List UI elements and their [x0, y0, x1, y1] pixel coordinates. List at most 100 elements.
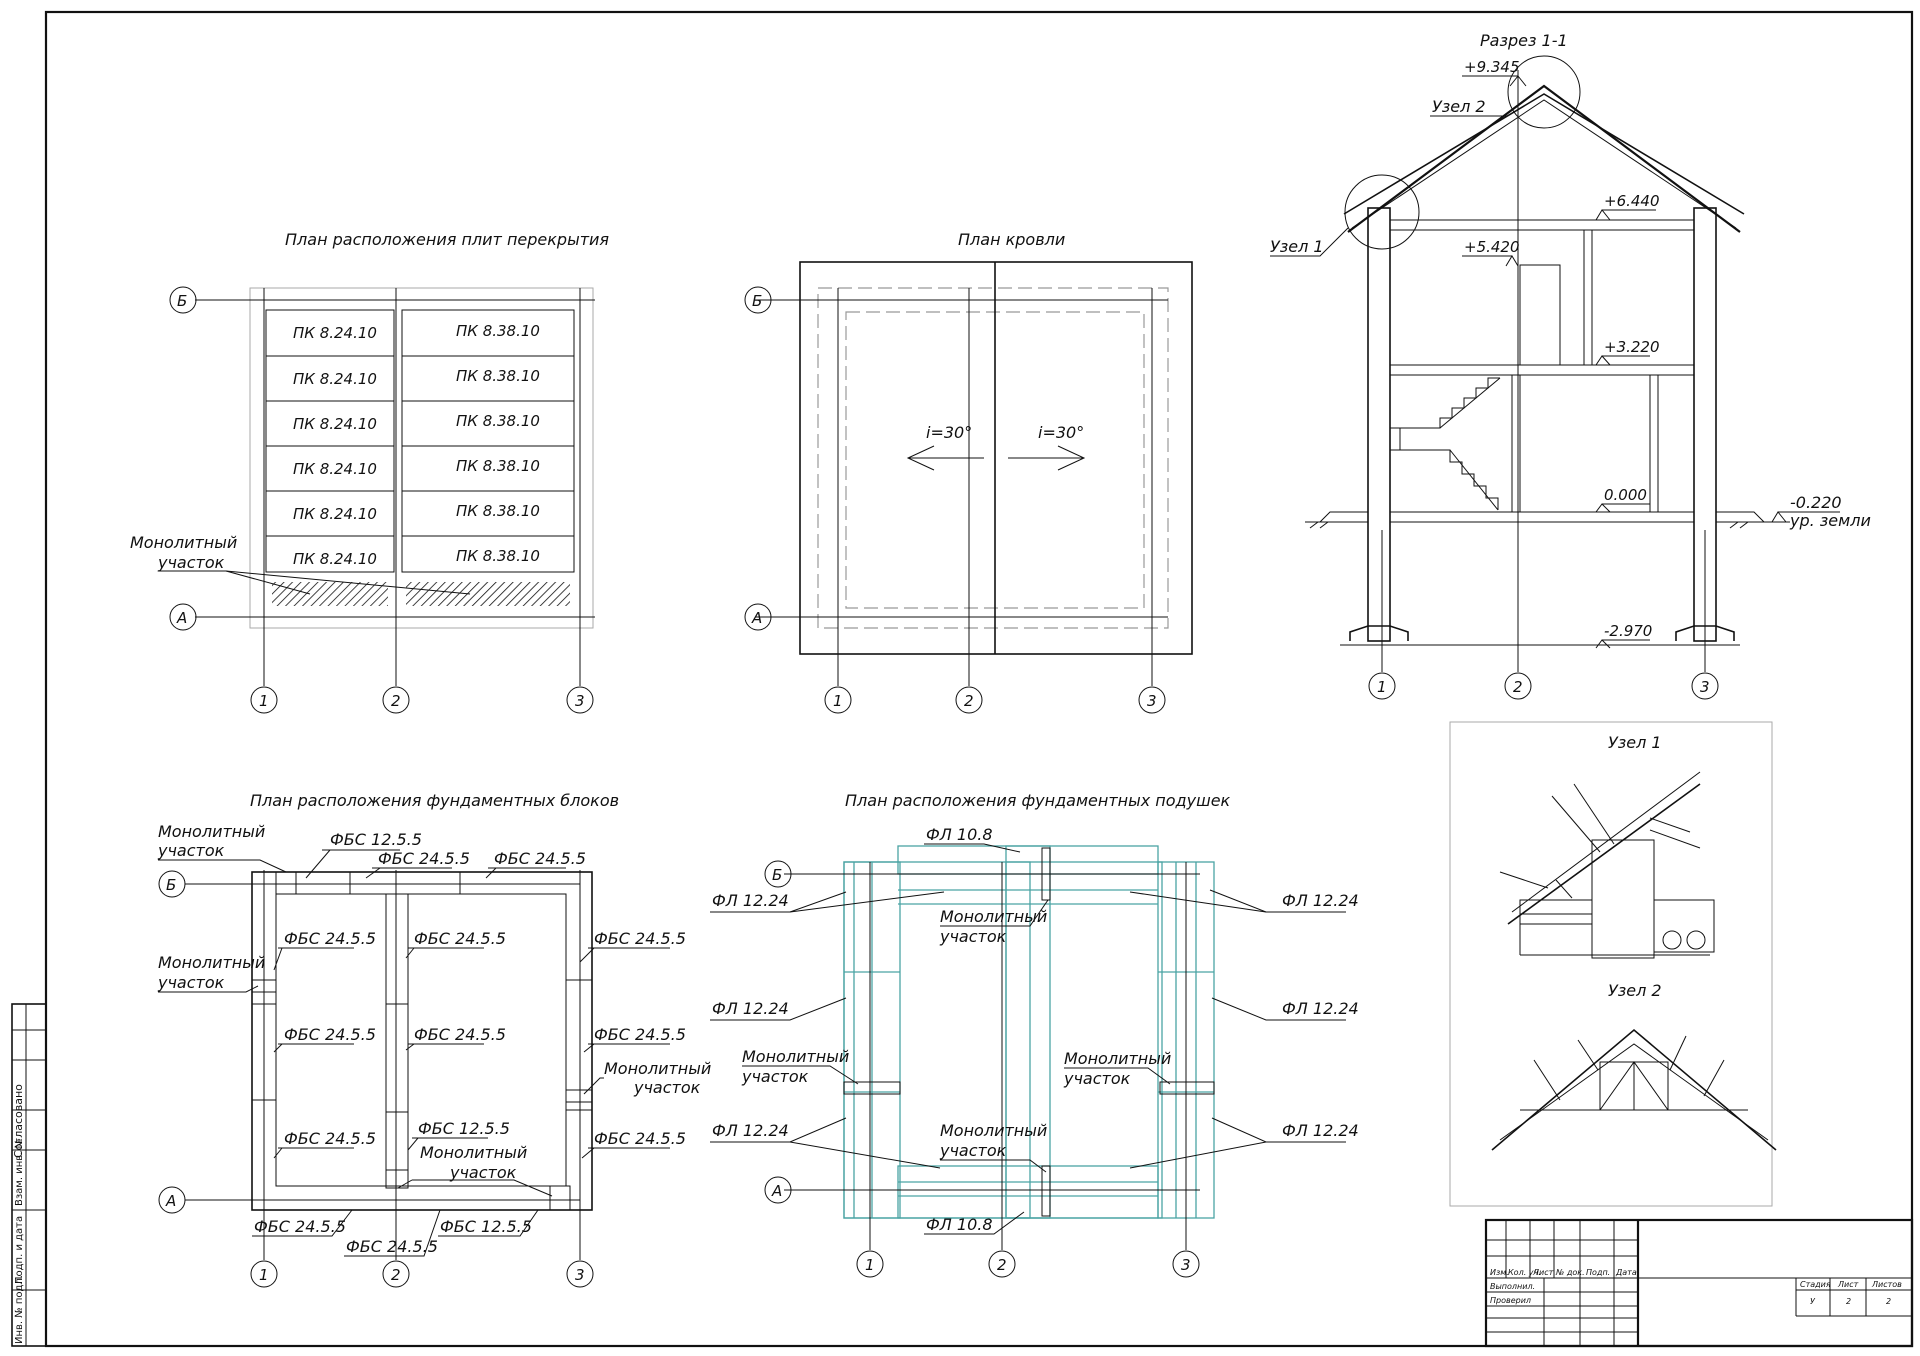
axis-3: 3: [1181, 1256, 1191, 1274]
mono-label: участок: [157, 841, 225, 860]
tb-sheet-h: Лист: [1837, 1280, 1859, 1289]
axis-1: 1: [833, 692, 843, 710]
mono-label: Монолитный: [420, 1143, 527, 1162]
slab-label: ПК 8.24.10: [293, 460, 377, 478]
tb-stage-v: У: [1810, 1297, 1816, 1306]
slab-label: ПК 8.38.10: [456, 457, 540, 475]
mono-hatch: [843, 1081, 901, 1095]
fbs-label: ФБС 12.5.5: [330, 830, 422, 849]
axis-2: 2: [391, 692, 401, 710]
slab-label: ПК 8.38.10: [456, 322, 540, 340]
mono-label: участок: [939, 1141, 1007, 1160]
fl-label: ФЛ 10.8: [926, 825, 993, 844]
slab-label: ПК 8.38.10: [456, 412, 540, 430]
slab-label: ПК 8.38.10: [456, 502, 540, 520]
mono-label: Монолитный: [742, 1047, 849, 1066]
fbs-label: ФБС 24.5.5: [378, 849, 470, 868]
axis-b: Б: [177, 292, 187, 310]
tb-done: Выполнил.: [1490, 1282, 1535, 1291]
fbs-label: ФБС 12.5.5: [418, 1119, 510, 1138]
section-1-1: Разрез 1-1: [1270, 31, 1871, 700]
slab-attic: [1389, 219, 1695, 231]
tb-doc: № док.: [1555, 1268, 1585, 1277]
ground-label: ур. земли: [1789, 511, 1871, 530]
mono-label: Монолитный: [1064, 1049, 1171, 1068]
fbs-label: ФБС 24.5.5: [284, 1129, 376, 1148]
slab-label: ПК 8.24.10: [293, 550, 377, 568]
axis-2: 2: [391, 1266, 401, 1284]
mono-label: участок: [939, 927, 1007, 946]
axis-a: А: [771, 1182, 782, 1200]
axis-1: 1: [1377, 678, 1387, 696]
tb-sheets-v: 2: [1886, 1297, 1891, 1306]
side-stamp: Согласовано Взам. инв. № Подп. и дата Ин…: [11, 1003, 47, 1347]
slope-left: i=30°: [926, 423, 972, 442]
node1-wall: [1591, 839, 1655, 959]
axis-2: 2: [964, 692, 974, 710]
mono-label: Монолитный: [130, 533, 237, 552]
axis-3: 3: [1700, 678, 1710, 696]
axis-1: 1: [259, 692, 269, 710]
fbs-label: ФБС 12.5.5: [440, 1217, 532, 1236]
block-plan-title: План расположения фундаментных блоков: [250, 791, 619, 810]
stamp-inv-orig: Инв. № подл.: [14, 1275, 25, 1344]
level-3220: +3.220: [1604, 338, 1660, 356]
mono-label: участок: [741, 1067, 809, 1086]
stamp-inv-repl: Взам. инв. №: [14, 1138, 25, 1206]
slab-floor2: [1389, 364, 1695, 376]
mono-label: Монолитный: [940, 907, 1047, 926]
mono-hatch: [1041, 847, 1051, 901]
tb-kol: Кол. уч.: [1508, 1268, 1541, 1277]
title-block: Изм. Кол. уч. Лист № док. Подп. Дата Вып…: [1484, 1218, 1914, 1348]
fl-label: ФЛ 12.24: [712, 891, 789, 910]
axis-b: Б: [166, 876, 176, 894]
fbs-label: ФБС 24.5.5: [594, 929, 686, 948]
node-details: Узел 1 Узел 2: [1449, 721, 1777, 1207]
axis-a: А: [165, 1192, 176, 1210]
fbs-label: ФБС 24.5.5: [594, 1025, 686, 1044]
fbs-label: ФБС 24.5.5: [594, 1129, 686, 1148]
mono-label: Монолитный: [158, 953, 265, 972]
fbs-label: ФБС 24.5.5: [414, 929, 506, 948]
node1-label: Узел 1: [1270, 237, 1324, 256]
axis-1: 1: [259, 1266, 269, 1284]
roof-plan: План кровли i=30° i=30° Б А 1 2 3: [744, 230, 1193, 714]
slab-plan: План расположения плит перекрытия ПК 8.2…: [130, 230, 609, 714]
tb-sheet-v: 2: [1846, 1297, 1851, 1306]
mono-label: Монолитный: [940, 1121, 1047, 1140]
mono-hatch: [406, 582, 570, 606]
fl-label: ФЛ 12.24: [712, 1121, 789, 1140]
level-found: -2.970: [1604, 622, 1652, 640]
mono-label: Монолитный: [604, 1059, 711, 1078]
tb-podp: Подп.: [1586, 1268, 1610, 1277]
slope-right: i=30°: [1038, 423, 1084, 442]
slab-label: ПК 8.38.10: [456, 367, 540, 385]
slab-label: ПК 8.24.10: [293, 505, 377, 523]
node2-title: Узел 2: [1608, 981, 1662, 1000]
mono-hatch: [549, 1185, 571, 1211]
fl-label: ФЛ 12.24: [712, 999, 789, 1018]
axis-3: 3: [575, 1266, 585, 1284]
mono-label: участок: [157, 553, 225, 572]
mono-hatch: [251, 979, 277, 993]
level-6440: +6.440: [1604, 192, 1660, 210]
axis-a: А: [751, 609, 762, 627]
slab-label: ПК 8.24.10: [293, 370, 377, 388]
wall-left: [1367, 207, 1391, 642]
node1-title: Узел 1: [1608, 733, 1662, 752]
stamp-sign-date: Подп. и дата: [14, 1216, 25, 1284]
level-ridge: +9.345: [1464, 58, 1520, 76]
section-title: Разрез 1-1: [1480, 31, 1568, 50]
mono-hatch: [1041, 1165, 1051, 1217]
mono-hatch: [1159, 1081, 1215, 1095]
axis-3: 3: [575, 692, 585, 710]
block-plan: План расположения фундаментных блоков Мо…: [157, 791, 711, 1288]
level-5420: +5.420: [1464, 238, 1520, 256]
fbs-label: ФБС 24.5.5: [414, 1025, 506, 1044]
mono-hatch: [275, 871, 297, 895]
mono-hatch: [385, 1169, 409, 1189]
fl-label: ФЛ 10.8: [926, 1215, 993, 1234]
axis-a: А: [176, 609, 187, 627]
axis-b: Б: [752, 292, 762, 310]
